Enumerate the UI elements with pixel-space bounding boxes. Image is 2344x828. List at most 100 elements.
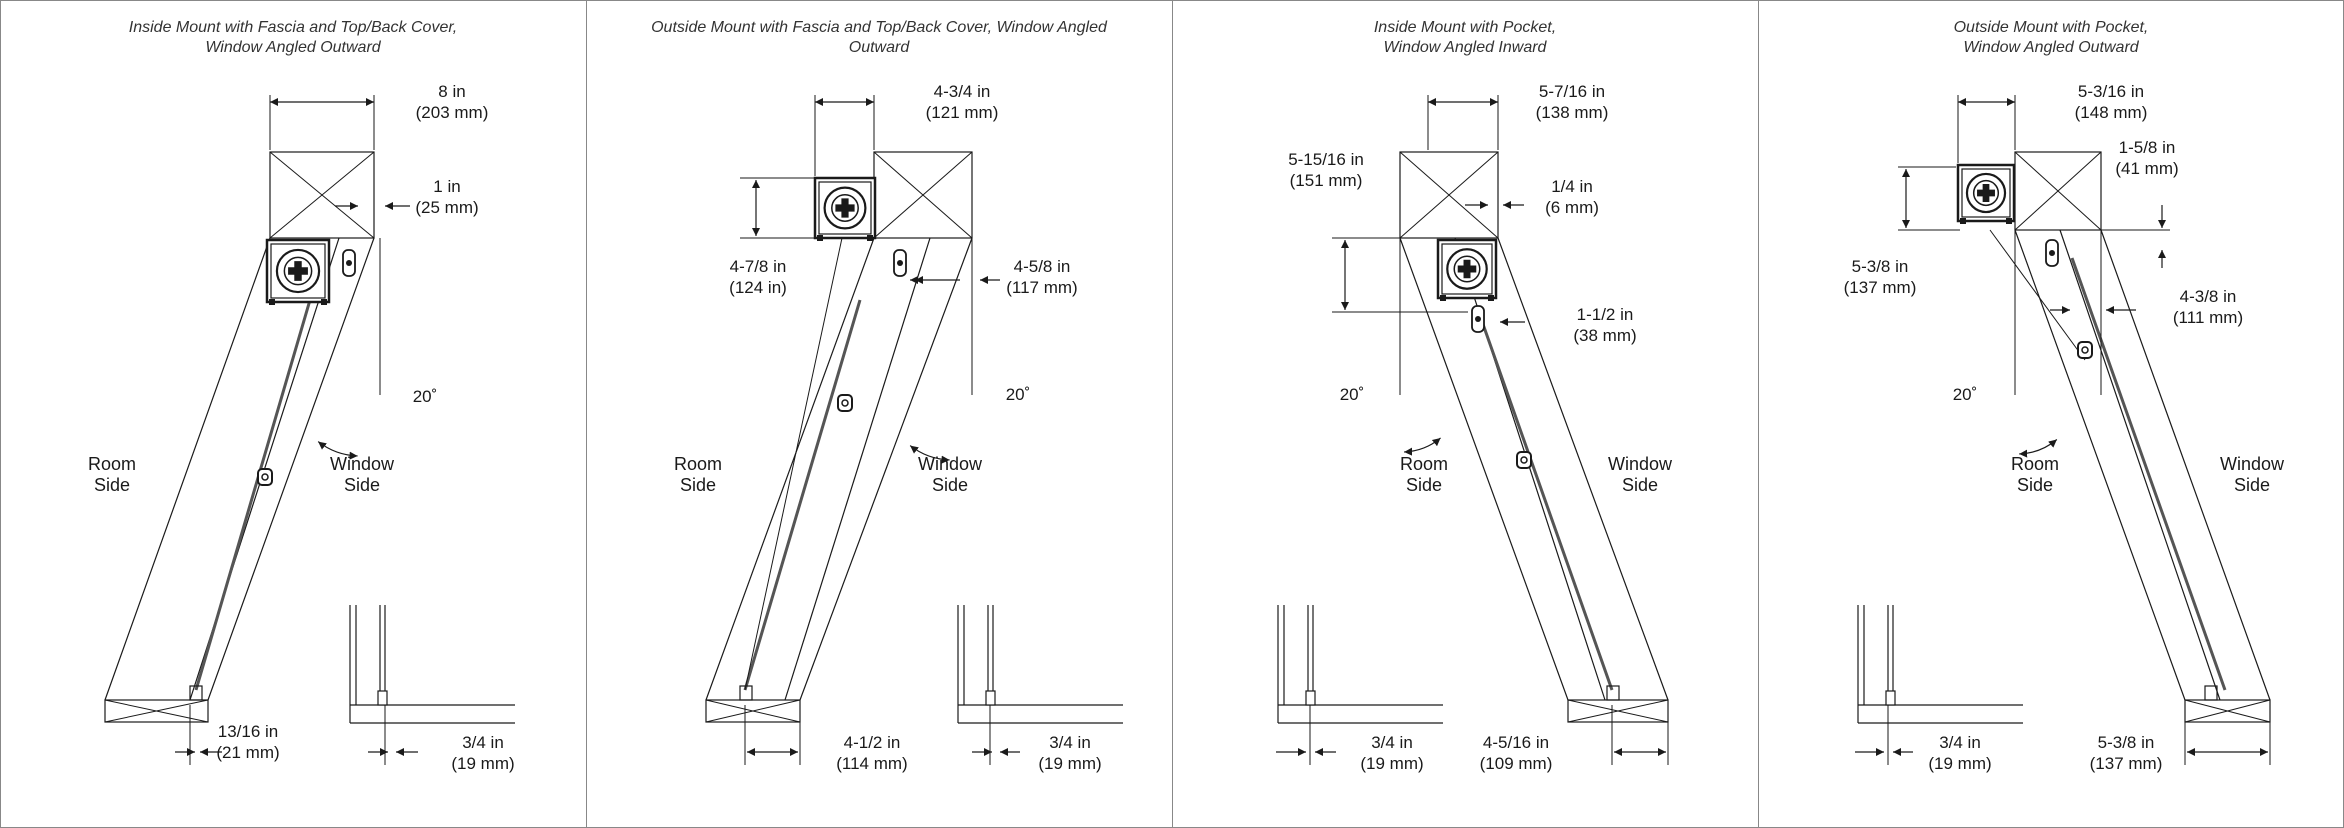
mount-tab [1488,295,1494,301]
label-line: 13/16 in [218,722,279,741]
label-line: 3/4 in [462,733,504,752]
dimension-label: 3/4 in(19 mm) [1928,733,1991,773]
motor-inner [1441,243,1493,295]
label-line: (203 mm) [416,103,489,122]
label-line: (19 mm) [1928,754,1991,773]
label-line: 4-5/16 in [1483,733,1549,752]
dimension-label: 3/4 in(19 mm) [1360,733,1423,773]
label-line: Side [94,475,130,495]
label-line: Room [88,454,136,474]
label-line: (137 mm) [2090,754,2163,773]
label-line: (19 mm) [451,754,514,773]
label-line: (137 mm) [1844,278,1917,297]
motor-cross [288,261,308,281]
shade-edge [1989,229,2086,361]
guide-bracket-icon [2045,239,2059,267]
motor-cross [1457,259,1477,279]
shade-edge [744,237,843,691]
label-line: 8 in [438,82,465,101]
bottom-rail-box [1567,699,1669,723]
label-line: Side [932,475,968,495]
motor-cross [835,198,855,218]
box-outline [705,699,801,723]
label-line: Side [1622,475,1658,495]
mount-tab [817,235,823,241]
shade-panel [194,299,312,691]
label-line: (114 mm) [836,754,907,773]
dimension-label: 1-1/2 in (38 mm) [1573,305,1636,345]
label-line: Window [330,454,395,474]
angle-label: 20˚ [1006,385,1031,404]
label-line: Room [2011,454,2059,474]
label-line: 1-1/2 in [1577,305,1634,324]
dimension-label: 3/4 in(19 mm) [1038,733,1101,773]
label-line: Side [680,475,716,495]
mount-tab [2006,218,2012,224]
label-line: Room [1400,454,1448,474]
window-side-edge [799,237,973,701]
sill-detail [1277,605,1443,724]
panel-title: Inside Mount with Fascia and Top/Back Co… [129,19,457,56]
headrail-box [873,151,973,239]
label-line: 20˚ [413,387,438,406]
shade-clip-icon [1516,451,1532,469]
room-side-edge [1399,237,1569,701]
shade-panel [2070,257,2227,691]
angle-arc [909,445,950,464]
motor-inner [270,243,326,299]
bottom-rail-box [705,699,801,723]
label-line: Window Angled Outward [205,39,381,56]
guide-bracket-icon [893,249,907,277]
roller-motor-icon [813,176,877,241]
label-line: (19 mm) [1038,754,1101,773]
bottom-bar [1606,685,1620,701]
label-line: (6 mm) [1545,198,1599,217]
clip-body [837,394,853,412]
mount-tab [867,235,873,241]
window-side-edge [1497,237,1669,701]
label-line: 5-3/8 in [2098,733,2155,752]
label-line: (138 mm) [1536,103,1609,122]
clip-body [1516,451,1532,469]
clip-hole [841,399,849,407]
window-side-edge [2100,229,2271,701]
roller-motor-icon [1956,163,2016,224]
dimension-label: 5-15/16 in (151 mm) [1288,150,1364,190]
bottom-bar [2204,685,2218,701]
label-line: Window [918,454,983,474]
angle-arc [2019,439,2058,458]
roller-motor-icon [265,238,331,305]
box-outline [104,699,209,723]
label-line: Outside Mount with Fascia and Top/Back C… [651,19,1108,36]
bottom-rail-box [104,699,209,723]
label-line: 5-3/8 in [1852,257,1909,276]
shade-panel [743,299,862,691]
window-side-edge [207,237,375,701]
label-line: (41 mm) [2115,159,2178,178]
guide-dot [897,260,903,266]
label-line: (38 mm) [1573,326,1636,345]
label-line: (151 mm) [1290,171,1363,190]
label-line: Side [344,475,380,495]
angle-label: 20˚ [1953,385,1978,404]
label-line: 1-5/8 in [2119,138,2176,157]
shade-fabric [784,237,931,701]
panel-title: Inside Mount with Pocket,Window Angled I… [1374,19,1556,56]
clip-body [257,468,273,486]
label-line: 3/4 in [1371,733,1413,752]
box-diagonal [1399,151,1499,239]
box-outline [1399,151,1499,239]
dimension-label: 5-3/8 in (137 mm) [1844,257,1917,297]
dimension-label: 4-1/2 in(114 mm) [836,733,907,773]
label-line: Side [2017,475,2053,495]
geometry-layer [104,95,2271,765]
sill-detail [1857,605,2023,724]
label-line: 5-15/16 in [1288,150,1364,169]
label-line: Window Angled Outward [1963,39,2139,56]
box-diagonal [2014,151,2102,231]
